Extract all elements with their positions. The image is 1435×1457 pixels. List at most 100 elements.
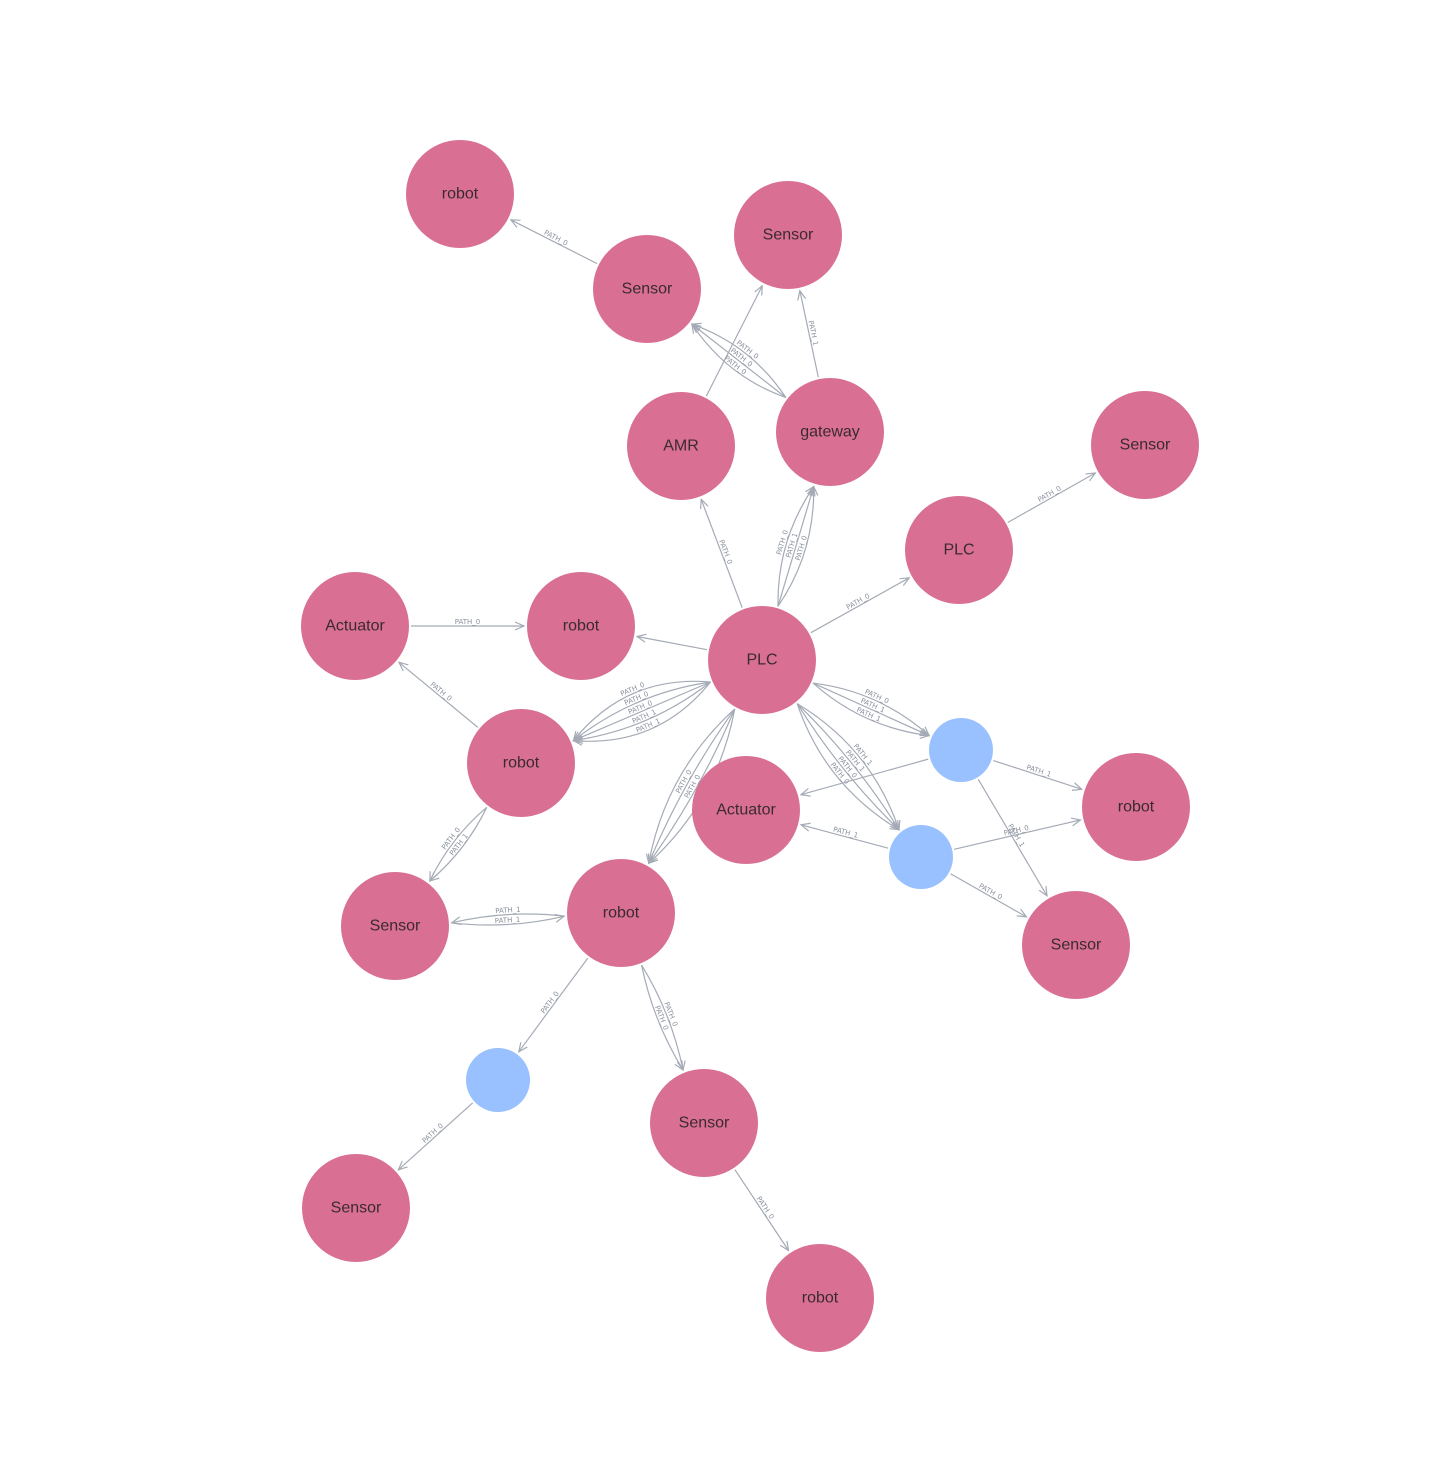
edge-line[interactable] <box>640 964 683 1070</box>
edge-sensor_top_mid-to-robot_top[interactable]: PATH_0 <box>511 220 598 265</box>
edge-line[interactable] <box>1007 473 1096 523</box>
node-actuator-left[interactable]: Actuator <box>301 572 409 680</box>
node-circle[interactable] <box>567 859 675 967</box>
edge-gateway-to-sensor_top_right[interactable]: PATH_1 <box>800 291 820 378</box>
node-sensor-far-right[interactable]: Sensor <box>1091 391 1199 499</box>
edge-line[interactable] <box>777 487 814 607</box>
node-circle[interactable] <box>627 392 735 500</box>
node-actuator-center[interactable]: Actuator <box>692 756 800 864</box>
edge-line[interactable] <box>641 964 683 1070</box>
node-robot-left[interactable]: robot <box>467 709 575 817</box>
node-gateway[interactable]: gateway <box>776 378 884 486</box>
edge-plc_right-to-sensor_far_right[interactable]: PATH_0 <box>1007 473 1096 523</box>
node-circle[interactable] <box>766 1244 874 1352</box>
edge-sensor_left-to-robot_lower[interactable]: PATH_1 <box>450 916 564 926</box>
edge-line[interactable] <box>801 825 889 849</box>
edge-plc_center-to-blue_mid[interactable]: PATH_0 <box>796 703 899 830</box>
node-circle[interactable] <box>776 378 884 486</box>
node-sensor-top-mid[interactable]: Sensor <box>593 235 701 343</box>
node-robot-bottom[interactable]: robot <box>766 1244 874 1352</box>
node-circle[interactable] <box>889 825 953 889</box>
node-blue-mid[interactable] <box>889 825 953 889</box>
edge-blue_lower-to-sensor_bottom_left[interactable]: PATH_0 <box>398 1102 474 1170</box>
node-circle[interactable] <box>905 496 1013 604</box>
edge-line[interactable] <box>511 220 598 265</box>
edge-blue_upper-to-robot_right[interactable]: PATH_1 <box>993 759 1081 790</box>
edge-line[interactable] <box>796 703 899 830</box>
edge-line[interactable] <box>573 681 711 741</box>
edge-line[interactable] <box>796 703 899 830</box>
edge-blue_mid-to-actuator_center[interactable]: PATH_1 <box>801 825 889 849</box>
edge-line[interactable] <box>399 662 479 728</box>
edge-line[interactable] <box>649 708 736 863</box>
edge-line[interactable] <box>777 487 814 607</box>
edge-line[interactable] <box>796 703 899 830</box>
edge-line[interactable] <box>812 682 929 736</box>
edge-line[interactable] <box>993 759 1081 790</box>
edge-line[interactable] <box>649 708 736 863</box>
edge-line[interactable] <box>701 499 743 608</box>
edge-sensor_bottom_mid-to-robot_bottom[interactable]: PATH_0 <box>734 1169 789 1251</box>
node-robot-lower[interactable]: robot <box>567 859 675 967</box>
edge-blue_upper-to-actuator_center[interactable] <box>801 758 929 795</box>
edge-line[interactable] <box>519 957 589 1052</box>
node-robot-top[interactable]: robot <box>406 140 514 248</box>
node-circle[interactable] <box>1022 891 1130 999</box>
node-circle[interactable] <box>341 872 449 980</box>
node-circle[interactable] <box>527 572 635 680</box>
edge-line[interactable] <box>573 681 711 741</box>
edge-line[interactable] <box>573 681 711 741</box>
edge-line[interactable] <box>953 820 1080 850</box>
edge-plc_center-to-robot_mid[interactable] <box>637 637 708 651</box>
node-circle[interactable] <box>692 756 800 864</box>
node-circle[interactable] <box>734 181 842 289</box>
node-circle[interactable] <box>1091 391 1199 499</box>
edge-line[interactable] <box>734 1169 789 1251</box>
node-sensor-bottom-mid[interactable]: Sensor <box>650 1069 758 1177</box>
edge-line[interactable] <box>649 708 736 863</box>
node-plc-center[interactable]: PLC <box>708 606 816 714</box>
node-sensor-left[interactable]: Sensor <box>341 872 449 980</box>
edge-line[interactable] <box>810 578 909 634</box>
edge-line[interactable] <box>452 913 566 923</box>
edge-line[interactable] <box>977 778 1047 896</box>
edge-gateway-to-sensor_top_mid[interactable]: PATH_0 <box>692 324 787 398</box>
node-robot-mid[interactable]: robot <box>527 572 635 680</box>
edge-line[interactable] <box>692 324 787 399</box>
node-sensor-right-lower[interactable]: Sensor <box>1022 891 1130 999</box>
edge-plc_center-to-amr[interactable]: PATH_0 <box>701 499 743 608</box>
node-circle[interactable] <box>929 718 993 782</box>
edge-blue_upper-to-sensor_right_lower[interactable]: PATH_1 <box>977 778 1047 896</box>
edge-robot_lower-to-blue_lower[interactable]: PATH_0 <box>519 957 589 1052</box>
node-circle[interactable] <box>406 140 514 248</box>
node-sensor-top-right[interactable]: Sensor <box>734 181 842 289</box>
edge-line[interactable] <box>637 637 708 651</box>
node-blue-upper[interactable] <box>929 718 993 782</box>
edge-blue_mid-to-sensor_right_lower[interactable]: PATH_0 <box>950 873 1027 917</box>
edge-plc_center-to-robot_lower[interactable] <box>649 708 736 863</box>
node-circle[interactable] <box>301 572 409 680</box>
edge-line[interactable] <box>801 758 929 795</box>
node-amr[interactable]: AMR <box>627 392 735 500</box>
node-circle[interactable] <box>650 1069 758 1177</box>
edge-line[interactable] <box>812 682 929 736</box>
edge-robot_left-to-sensor_left[interactable]: PATH_1 <box>430 807 488 881</box>
node-robot-right[interactable]: robot <box>1082 753 1190 861</box>
node-circle[interactable] <box>467 709 575 817</box>
edge-line[interactable] <box>800 291 819 378</box>
node-circle[interactable] <box>302 1154 410 1262</box>
edge-line[interactable] <box>705 286 762 397</box>
node-circle[interactable] <box>1082 753 1190 861</box>
edge-actuator_left-to-robot_mid[interactable]: PATH_0 <box>411 618 524 626</box>
edge-line[interactable] <box>777 487 814 607</box>
edge-amr-to-sensor_top_right[interactable] <box>705 286 762 397</box>
edge-line[interactable] <box>692 324 787 398</box>
edge-line[interactable] <box>573 680 711 740</box>
node-circle[interactable] <box>708 606 816 714</box>
edge-line[interactable] <box>398 1102 474 1170</box>
edge-line[interactable] <box>796 703 899 830</box>
node-sensor-bottom-left[interactable]: Sensor <box>302 1154 410 1262</box>
edge-line[interactable] <box>692 324 787 398</box>
edge-line[interactable] <box>950 873 1027 917</box>
edge-line[interactable] <box>812 682 929 736</box>
